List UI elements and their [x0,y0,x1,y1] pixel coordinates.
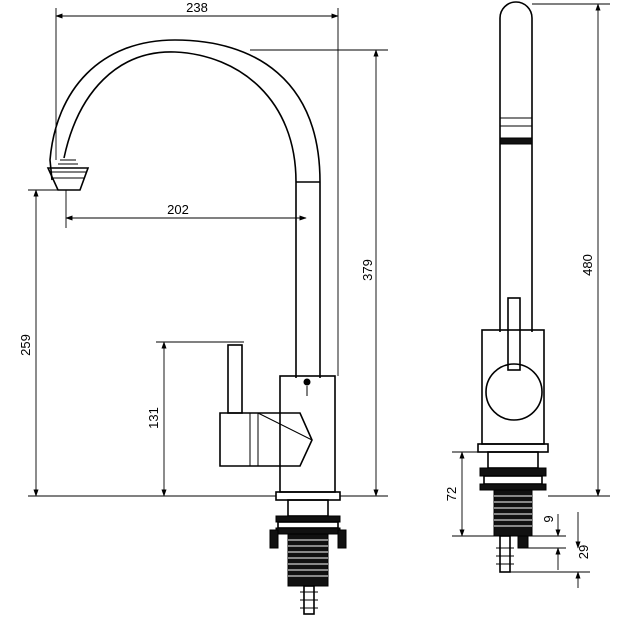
dim-nut-height: 9 [528,514,566,570]
dim-handle-height: 131 [146,341,244,497]
dim-inlet-length: 29 [510,512,591,588]
dim-label-131: 131 [146,407,161,429]
handle-lever [219,344,313,467]
dim-label-480: 480 [580,254,595,276]
dim-spout-reach: 202 [65,190,307,228]
dim-label-29: 29 [576,545,591,559]
dim-label-72: 72 [444,487,459,501]
dim-label-259: 259 [18,334,33,356]
side-handle [485,297,543,421]
dim-label-379: 379 [360,259,375,281]
dim-total-height: 480 [532,3,610,497]
faucet-body [279,375,336,493]
front-mounting-assembly [269,491,347,615]
side-mounting-assembly [479,451,547,573]
dim-label-202: 202 [167,202,189,217]
dim-label-9: 9 [541,515,556,522]
side-body [477,329,549,453]
dim-spout-height: 259 [18,189,276,497]
dim-label-238: 238 [186,0,208,15]
dim-shank-length: 72 [444,451,494,537]
front-view: 238 202 259 131 379 [18,0,388,615]
indicator-dot [303,378,311,386]
dim-body-height: 379 [250,49,388,497]
spout [46,39,321,378]
dim-overall-reach: 238 [55,0,339,376]
side-view: 480 72 9 29 [444,1,610,588]
side-spout [499,1,533,332]
